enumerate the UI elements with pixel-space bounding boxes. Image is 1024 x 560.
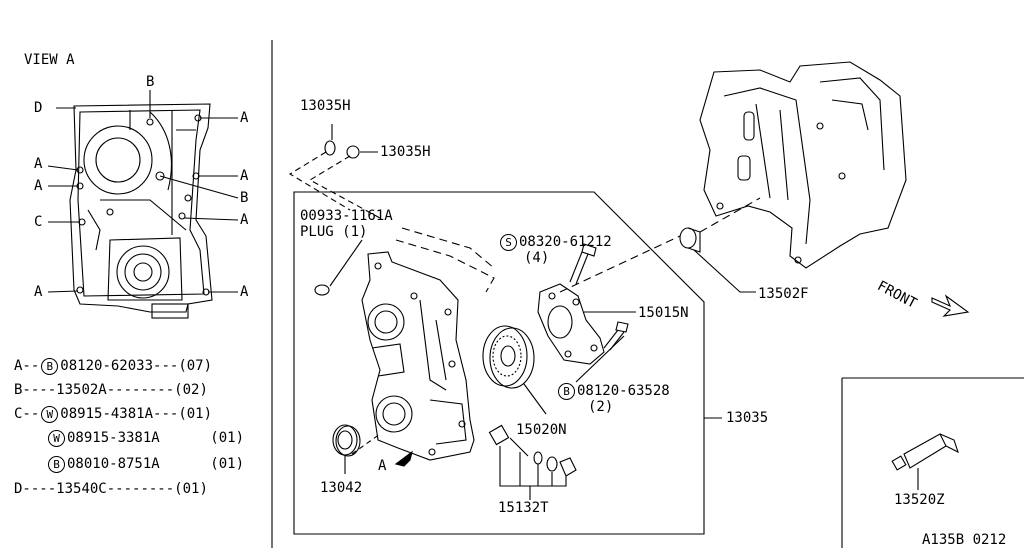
legend-fill: -------- bbox=[106, 481, 175, 497]
legend-qty: (01) bbox=[210, 430, 245, 446]
sealant-tube-13520z bbox=[891, 433, 959, 471]
legend-key: D---- bbox=[14, 481, 57, 497]
label-13035h-right: 13035H bbox=[380, 144, 431, 160]
legend-part-number: 08010-8751A bbox=[67, 456, 160, 472]
reference-code: A135B 0212 bbox=[922, 532, 1007, 548]
label-view-arrow: A bbox=[378, 458, 387, 474]
plug-13035h-left bbox=[324, 140, 336, 156]
label-08120-qty: (2) bbox=[588, 399, 614, 415]
oil-pump-15015n bbox=[537, 283, 605, 365]
engine-block bbox=[699, 61, 907, 269]
legend-part-number: 08915-4381A bbox=[60, 406, 154, 422]
label-15132t: 15132T bbox=[498, 500, 549, 516]
callout-d: D bbox=[34, 100, 43, 116]
label-13502f: 13502F bbox=[758, 286, 809, 302]
label-plug: PLUG (1) bbox=[300, 224, 368, 240]
timing-cover bbox=[361, 251, 475, 461]
s-circle-icon: S bbox=[500, 234, 517, 251]
callout-a-left-2: A bbox=[34, 178, 43, 194]
b-circle-icon: B bbox=[558, 383, 575, 400]
plug-00933 bbox=[314, 284, 330, 296]
label-13042: 13042 bbox=[320, 480, 363, 496]
legend-circle-icon: B bbox=[41, 358, 59, 375]
legend-qty: (01) bbox=[174, 481, 208, 497]
legend-circle-icon: W bbox=[48, 430, 65, 447]
legend-row: D----13540C--------(01) bbox=[14, 481, 208, 497]
legend-qty: (07) bbox=[178, 358, 213, 374]
callout-a-left-1: A bbox=[34, 156, 43, 172]
legend-fill: --- bbox=[153, 358, 179, 374]
label-15020n: 15020N bbox=[516, 422, 567, 438]
legend-part-number: 08915-3381A bbox=[67, 430, 160, 446]
bolt-08120 bbox=[603, 321, 629, 351]
legend-key: C-- bbox=[14, 406, 40, 422]
label-13035h-top: 13035H bbox=[300, 98, 351, 114]
seal-13042 bbox=[332, 424, 361, 457]
view-a-cover-drawing bbox=[47, 90, 239, 319]
legend-part-number: 13502A bbox=[56, 382, 107, 398]
plug-13035h-right bbox=[346, 145, 360, 159]
legend-qty: (01) bbox=[178, 406, 213, 422]
legend-circle-icon: W bbox=[41, 406, 59, 423]
label-15015n: 15015N bbox=[638, 305, 689, 321]
callout-a-right-4: A bbox=[240, 284, 249, 300]
label-00933: 00933-1161A bbox=[300, 208, 393, 224]
dowel-13502f bbox=[679, 227, 701, 253]
legend-fill bbox=[160, 456, 211, 472]
callout-a-right-3: A bbox=[240, 212, 249, 228]
front-arrow-icon bbox=[931, 294, 970, 317]
sealant-box-outline bbox=[841, 377, 1024, 548]
callout-b-top: B bbox=[146, 74, 155, 90]
label-13035: 13035 bbox=[726, 410, 769, 426]
legend-row: B----13502A--------(02) bbox=[14, 382, 208, 398]
label-08320-qty: (4) bbox=[524, 250, 550, 266]
legend-key: B---- bbox=[14, 382, 57, 398]
legend-qty: (02) bbox=[174, 382, 208, 398]
callout-a-right-2: A bbox=[240, 168, 249, 184]
callout-a-right-1: A bbox=[240, 110, 249, 126]
legend-part-number: 13540C bbox=[56, 481, 107, 497]
callout-b-right: B bbox=[240, 190, 249, 206]
callout-c: C bbox=[34, 214, 43, 230]
gear-15020n bbox=[482, 325, 535, 389]
bolt-08320 bbox=[569, 243, 597, 285]
legend-qty: (01) bbox=[210, 456, 245, 472]
view-a-arrow-icon bbox=[394, 450, 413, 467]
view-a-title: VIEW A bbox=[24, 52, 75, 68]
legend-key: A-- bbox=[14, 358, 40, 374]
legend-fill bbox=[160, 430, 211, 446]
legend-circle-icon: B bbox=[48, 456, 65, 473]
label-13520z: 13520Z bbox=[894, 492, 945, 508]
legend-fill: -------- bbox=[106, 382, 175, 398]
legend-part-number: 08120-62033 bbox=[60, 358, 154, 374]
callout-a-left-3: A bbox=[34, 284, 43, 300]
legend-fill: --- bbox=[153, 406, 179, 422]
